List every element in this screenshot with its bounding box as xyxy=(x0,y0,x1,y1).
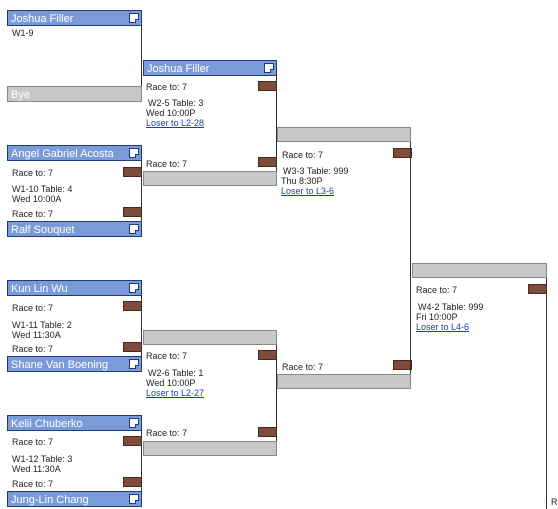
player-info-icon[interactable] xyxy=(129,494,139,504)
player-slot-empty[interactable] xyxy=(412,263,547,278)
player-info-icon[interactable] xyxy=(129,283,139,293)
player-slot-empty[interactable] xyxy=(277,127,411,142)
player-name: Angel Gabriel Acosta xyxy=(11,148,114,160)
race-label: Race to: 7 xyxy=(12,479,54,489)
race-label: Race to: 7 xyxy=(146,351,188,361)
bracket-line xyxy=(141,26,142,88)
player-slot-jung-lin-chang[interactable]: Jung-Lin Chang xyxy=(7,491,142,507)
race-label: Race to: 7 xyxy=(146,428,188,438)
score-box[interactable] xyxy=(258,157,277,167)
race-label: Race to: 7 xyxy=(12,344,54,354)
match-id-w2-6: W2-6 Table: 1 xyxy=(148,368,204,378)
score-box[interactable] xyxy=(123,301,142,311)
player-slot-bye[interactable]: Bye xyxy=(7,86,142,102)
score-box[interactable] xyxy=(123,342,142,352)
player-slot-empty[interactable] xyxy=(143,441,277,456)
loser-link-w2-5[interactable]: Loser to L2-28 xyxy=(146,118,205,128)
player-slot-kun-lin-wu[interactable]: Kun Lin Wu xyxy=(7,280,142,296)
bracket-line xyxy=(141,296,142,356)
player-name: Bye xyxy=(11,89,30,101)
race-label: Race to: 7 xyxy=(282,150,324,160)
score-box[interactable] xyxy=(123,167,142,177)
bracket-line xyxy=(546,278,547,509)
score-box[interactable] xyxy=(393,360,412,370)
score-box[interactable] xyxy=(528,284,547,294)
player-slot-joshua-filler-r2[interactable]: Joshua Filler xyxy=(143,60,277,76)
match-id-w1-10: W1-10 Table: 4 xyxy=(12,184,73,194)
score-box[interactable] xyxy=(258,427,277,437)
player-info-icon[interactable] xyxy=(129,418,139,428)
race-label: Race to: 7 xyxy=(416,285,458,295)
bracket-line xyxy=(276,345,277,441)
player-slot-kelii-chuberko[interactable]: Kelii Chuberko xyxy=(7,415,142,431)
player-slot-ralf-souquet[interactable]: Ralf Souquet xyxy=(7,221,142,237)
player-name: Kelii Chuberko xyxy=(11,418,83,430)
player-info-icon[interactable] xyxy=(264,63,274,73)
player-slot-empty[interactable] xyxy=(277,374,411,389)
match-time-w1-12: Wed 11:30A xyxy=(12,464,61,474)
loser-link-w2-6[interactable]: Loser to L2-27 xyxy=(146,388,205,398)
race-label: Race to: 7 xyxy=(12,168,54,178)
player-info-icon[interactable] xyxy=(129,359,139,369)
loser-link-w4-2[interactable]: Loser to L4-6 xyxy=(416,322,470,332)
match-time-w2-6: Wed 10:00P xyxy=(146,378,196,388)
match-id-w2-5: W2-5 Table: 3 xyxy=(148,98,204,108)
player-name: Kun Lin Wu xyxy=(11,283,68,295)
match-id-w4-2: W4-2 Table: 999 xyxy=(418,302,484,312)
match-time-w4-2: Fri 10:00P xyxy=(416,312,458,322)
race-label: Race to: 7 xyxy=(146,159,188,169)
race-label: Race to: 7 xyxy=(146,82,188,92)
bracket-line xyxy=(276,76,277,172)
score-box[interactable] xyxy=(393,148,412,158)
race-label: Race to: 7 xyxy=(12,303,54,313)
match-time-w1-10: Wed 10:00A xyxy=(12,194,62,204)
match-id-w1-11: W1-11 Table: 2 xyxy=(12,320,72,330)
match-time-w2-5: Wed 10:00P xyxy=(146,108,196,118)
race-label: Race to: 7 xyxy=(12,209,54,219)
score-box[interactable] xyxy=(123,436,142,446)
player-info-icon[interactable] xyxy=(129,148,139,158)
player-name: Joshua Filler xyxy=(11,13,74,25)
player-info-icon[interactable] xyxy=(129,13,139,23)
edge-clipped-text: R xyxy=(551,497,558,507)
race-label: Race to: 7 xyxy=(12,437,54,447)
player-name: Jung-Lin Chang xyxy=(11,494,89,506)
player-slot-angel-gabriel-acosta[interactable]: Angel Gabriel Acosta xyxy=(7,145,142,161)
race-label: Race to: 7 xyxy=(282,362,324,372)
bracket-line xyxy=(410,142,411,375)
match-time-w1-11: Wed 11:30A xyxy=(12,330,61,340)
player-slot-empty[interactable] xyxy=(143,171,277,186)
score-box[interactable] xyxy=(123,477,142,487)
loser-link-w3-3[interactable]: Loser to L3-6 xyxy=(281,186,335,196)
match-id-w3-3: W3-3 Table: 999 xyxy=(283,166,349,176)
player-info-icon[interactable] xyxy=(129,224,139,234)
score-box[interactable] xyxy=(123,207,142,217)
player-name: Shane Van Boening xyxy=(11,359,109,371)
match-id-w1-9: W1-9 xyxy=(12,28,34,38)
player-name: Joshua Filler xyxy=(147,63,210,75)
bracket-line xyxy=(141,431,142,491)
match-time-w3-3: Thu 8:30P xyxy=(281,176,323,186)
player-slot-joshua-filler-r1[interactable]: Joshua Filler xyxy=(7,10,142,26)
score-box[interactable] xyxy=(258,81,277,91)
match-id-w1-12: W1-12 Table: 3 xyxy=(12,454,73,464)
bracket-line xyxy=(141,161,142,221)
player-name: Ralf Souquet xyxy=(11,224,75,236)
player-slot-shane-van-boening[interactable]: Shane Van Boening xyxy=(7,356,142,372)
score-box[interactable] xyxy=(258,350,277,360)
player-slot-empty[interactable] xyxy=(143,330,277,345)
